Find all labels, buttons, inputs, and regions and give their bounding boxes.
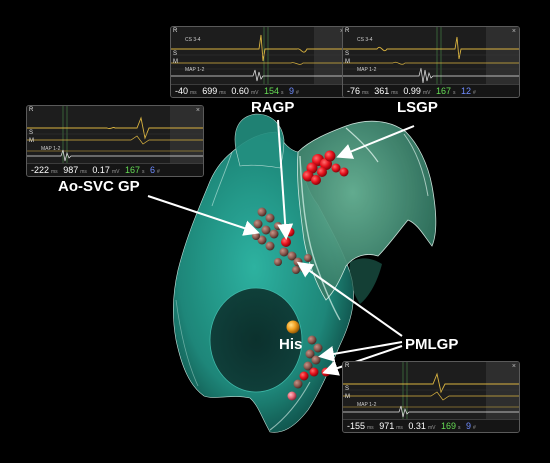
- label-ragp: RAGP: [251, 99, 295, 116]
- label-his: His: [279, 336, 303, 353]
- close-icon[interactable]: ×: [340, 28, 344, 35]
- egm-tag-r: R: [345, 363, 350, 369]
- egm-traces: [343, 362, 519, 420]
- egm-traces: [171, 27, 347, 85]
- label-ao-svc-gp: Ao-SVC GP: [58, 178, 140, 195]
- egm-tag-s: S: [345, 51, 350, 57]
- egm-tag-s: S: [29, 130, 34, 136]
- readout-bip: 0.99: [403, 86, 421, 96]
- annotation-arrows: [147, 119, 415, 376]
- svc-structure: [234, 113, 285, 169]
- readout-uni: 987: [63, 165, 79, 175]
- egm-tag-r: R: [173, 28, 178, 34]
- tricuspid-opening: [209, 287, 303, 393]
- readout-time: 169: [440, 421, 456, 431]
- readout-time: 167: [435, 86, 451, 96]
- readout-time: 167: [124, 165, 140, 175]
- readout-lat: -222: [31, 165, 50, 175]
- label-lsgp: LSGP: [397, 99, 438, 116]
- close-icon[interactable]: ×: [195, 107, 200, 114]
- egm-tag-r: R: [29, 107, 34, 113]
- close-icon[interactable]: ×: [511, 363, 516, 370]
- egm-traces: [343, 27, 519, 85]
- readout-count: 12: [461, 86, 472, 96]
- readout-lat: -76: [347, 86, 361, 96]
- egm-channel-3: MAP 1-2: [185, 67, 205, 73]
- readout-count: 9: [466, 421, 472, 431]
- egm-channel-1: CS 3-4: [185, 37, 201, 43]
- readout-count: 9: [289, 86, 295, 96]
- egm-channel-3: MAP 1-2: [41, 146, 61, 152]
- egm-channel-3: MAP 1-2: [357, 402, 377, 408]
- label-pmlgp: PMLGP: [405, 336, 459, 353]
- readout-bip: 0.60: [231, 86, 249, 96]
- his-marker: [286, 320, 300, 334]
- egm-tag-m: M: [29, 138, 34, 144]
- egm-tag-m: M: [173, 59, 178, 65]
- readout-uni: 699: [202, 86, 218, 96]
- egm-traces: [27, 106, 203, 164]
- readout-bip: 0.31: [408, 421, 426, 431]
- readout-bip: 0.17: [92, 165, 110, 175]
- readout-lat: -155: [347, 421, 366, 431]
- egm-tag-m: M: [345, 394, 350, 400]
- egm-tag-s: S: [173, 51, 178, 57]
- readout-uni: 361: [374, 86, 390, 96]
- readout-uni: 971: [379, 421, 395, 431]
- egm-channel-1: CS 3-4: [357, 37, 373, 43]
- lsgp-ablation-points: [302, 150, 349, 185]
- egm-tag-m: M: [345, 59, 350, 65]
- egm-tag-s: S: [345, 386, 350, 392]
- readout-lat: -40: [175, 86, 189, 96]
- readout-count: 6: [150, 165, 156, 175]
- close-icon[interactable]: ×: [511, 28, 516, 35]
- egm-tag-r: R: [345, 28, 350, 34]
- readout-time: 154: [263, 86, 279, 96]
- egm-channel-3: MAP 1-2: [357, 67, 377, 73]
